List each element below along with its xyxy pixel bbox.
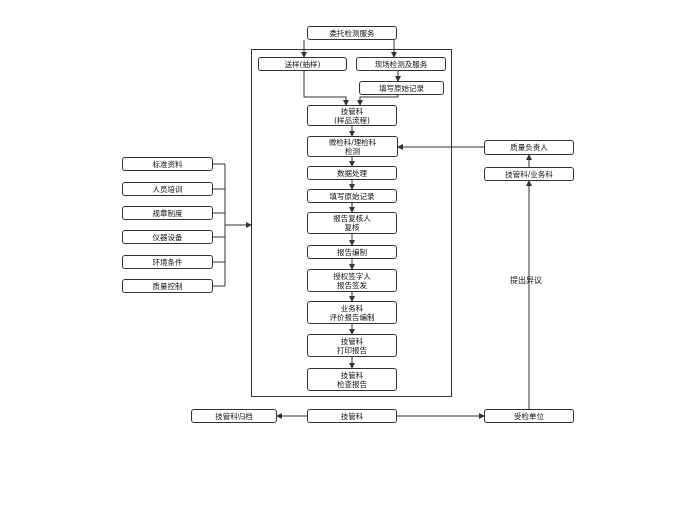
node-sample-delivery[interactable]: 送样(抽样) [258,57,347,71]
node-label-line2: 报告签发 [337,280,367,290]
node-business-evaluation-report[interactable]: 业务科 评价报告编制 [307,301,397,324]
node-label: 填写原始记录 [329,191,375,201]
node-label: 技管科/业务科 [505,169,553,179]
node-tech-mgmt-check-report[interactable]: 技管科 检查报告 [307,368,397,391]
node-label: 标准资料 [152,159,183,169]
node-label-line2: 打印报告 [337,345,367,355]
node-report-reviewer[interactable]: 报告复核人 复核 [307,212,397,234]
node-label: 人员培训 [152,184,183,194]
node-label-line1: 微检科/理检科 [328,137,377,147]
node-label: 规章制度 [152,208,183,218]
node-label: 报告编制 [337,247,367,257]
process-frame [251,49,452,397]
node-label-line1: 授权签字人 [333,271,371,281]
node-onsite-testing[interactable]: 现场检测及服务 [356,57,446,71]
node-standard-materials[interactable]: 标准资料 [122,157,213,171]
node-label: 现场检测及服务 [374,59,428,69]
node-tech-mgmt-sample-flow[interactable]: 技管科 (样品流程) [307,105,397,126]
node-entrusted-testing-service[interactable]: 委托检测服务 [307,26,397,40]
node-data-processing[interactable]: 数据处理 [307,166,397,180]
node-tech-mgmt-bottom[interactable]: 技管科 [307,409,397,423]
node-staff-training[interactable]: 人员培训 [122,182,213,196]
node-inspected-unit[interactable]: 受检单位 [484,409,574,423]
node-tech-business-dept[interactable]: 技管科/业务科 [484,167,574,181]
node-label: 质量控制 [152,281,183,291]
node-label-line2: (样品流程) [334,115,370,125]
node-label: 仪器设备 [152,232,183,242]
node-label-line2: 复核 [344,223,360,232]
node-label-line2: 检查报告 [337,379,367,389]
node-label: 质量负责人 [510,143,548,152]
node-label: 环境条件 [152,257,183,267]
node-quality-control[interactable]: 质量控制 [122,279,213,293]
node-label: 技管科 [340,411,364,421]
node-fill-original-record-top[interactable]: 填写原始记录 [359,81,444,95]
node-label: 填写原始记录 [379,83,424,93]
node-label-line1: 报告复核人 [333,214,371,223]
node-tech-mgmt-archive[interactable]: 技管科归档 [191,409,277,423]
node-micro-physchem-testing[interactable]: 微检科/理检科 检测 [307,136,398,157]
node-report-compilation[interactable]: 报告编制 [307,245,397,259]
node-label-line2: 检测 [345,146,360,156]
node-label: 送样(抽样) [284,59,321,69]
node-instruments-equipment[interactable]: 仪器设备 [122,230,213,244]
node-label-line1: 技管科 [340,336,364,346]
node-label-line1: 技管科 [340,370,364,380]
node-label: 数据处理 [337,168,367,178]
node-label: 委托检测服务 [329,28,375,38]
node-tech-mgmt-print-report[interactable]: 技管科 打印报告 [307,334,397,357]
node-fill-original-record[interactable]: 填写原始记录 [307,189,397,203]
node-label-line1: 业务科 [340,303,364,313]
node-label: 技管科归档 [215,411,253,421]
edge-record-to-jgk [357,95,399,106]
node-environmental-conditions[interactable]: 环境条件 [122,255,213,269]
node-label-line1: 技管科 [340,106,364,116]
node-authorized-signatory[interactable]: 授权签字人 报告签发 [307,269,397,292]
edge-label-raise-objection: 提出异议 [510,276,542,285]
node-quality-manager[interactable]: 质量负责人 [484,140,574,155]
edge-songyang-to-jgk [303,71,349,106]
node-rules-regulations[interactable]: 规章制度 [122,206,213,220]
node-label-line2: 评价报告编制 [329,312,375,322]
node-label: 受检单位 [514,411,544,421]
